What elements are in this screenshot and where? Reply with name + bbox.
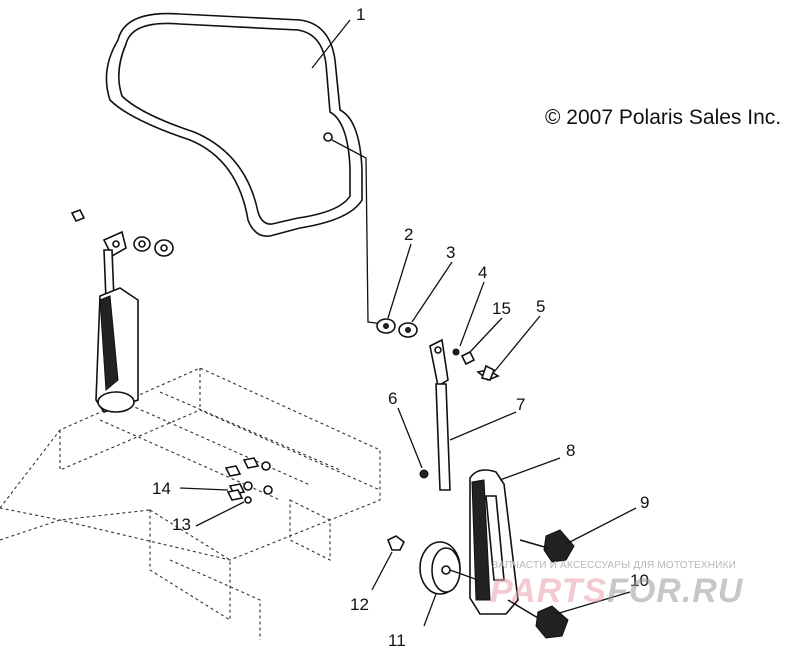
knob-9 bbox=[519, 529, 575, 563]
watermark-brand-part1: PARTS bbox=[490, 572, 608, 610]
bolt-5 bbox=[476, 364, 500, 381]
watermark-logo: PARTSFOR.RU bbox=[490, 572, 743, 611]
lock-washer-4 bbox=[452, 348, 460, 356]
callout-8: 8 bbox=[566, 441, 575, 460]
callout-leaders bbox=[179, 19, 637, 627]
watermark-subtitle: ЗАПЧАСТИ И АКСЕССУАРЫ ДЛЯ МОТОТЕХНИКИ bbox=[492, 560, 737, 571]
callout-12: 12 bbox=[350, 595, 369, 614]
backrest-bracket-8 bbox=[469, 469, 519, 615]
callout-10: 10 bbox=[630, 571, 649, 590]
callout-14: 14 bbox=[152, 479, 171, 498]
copyright-notice: © 2007 Polaris Sales Inc. bbox=[545, 106, 782, 129]
callout-5: 5 bbox=[536, 297, 545, 316]
callout-2: 2 bbox=[404, 225, 413, 244]
left-backrest-bracket bbox=[70, 208, 174, 413]
frame-hardware bbox=[224, 457, 273, 504]
callout-6: 6 bbox=[388, 389, 397, 408]
callout-4: 4 bbox=[478, 263, 487, 282]
knob-10 bbox=[507, 599, 569, 639]
spacer-11 bbox=[419, 541, 479, 595]
callout-1: 1 bbox=[356, 5, 365, 24]
rack-frame bbox=[0, 367, 381, 640]
backrest-support-bar bbox=[429, 338, 451, 491]
callout-7: 7 bbox=[516, 395, 525, 414]
callout-13: 13 bbox=[172, 515, 191, 534]
nut-6 bbox=[419, 469, 429, 479]
callout-15: 15 bbox=[492, 299, 511, 318]
callout-9: 9 bbox=[640, 493, 649, 512]
backrest-pad bbox=[105, 12, 385, 325]
nut-12 bbox=[386, 535, 406, 551]
callout-11: 11 bbox=[388, 631, 406, 650]
nut-15 bbox=[460, 350, 476, 366]
callout-3: 3 bbox=[446, 243, 455, 262]
callout-labels: 1 2 3 4 15 5 6 7 8 9 10 11 12 13 14 bbox=[152, 5, 649, 650]
watermark-brand-part2: FOR.RU bbox=[607, 572, 744, 610]
